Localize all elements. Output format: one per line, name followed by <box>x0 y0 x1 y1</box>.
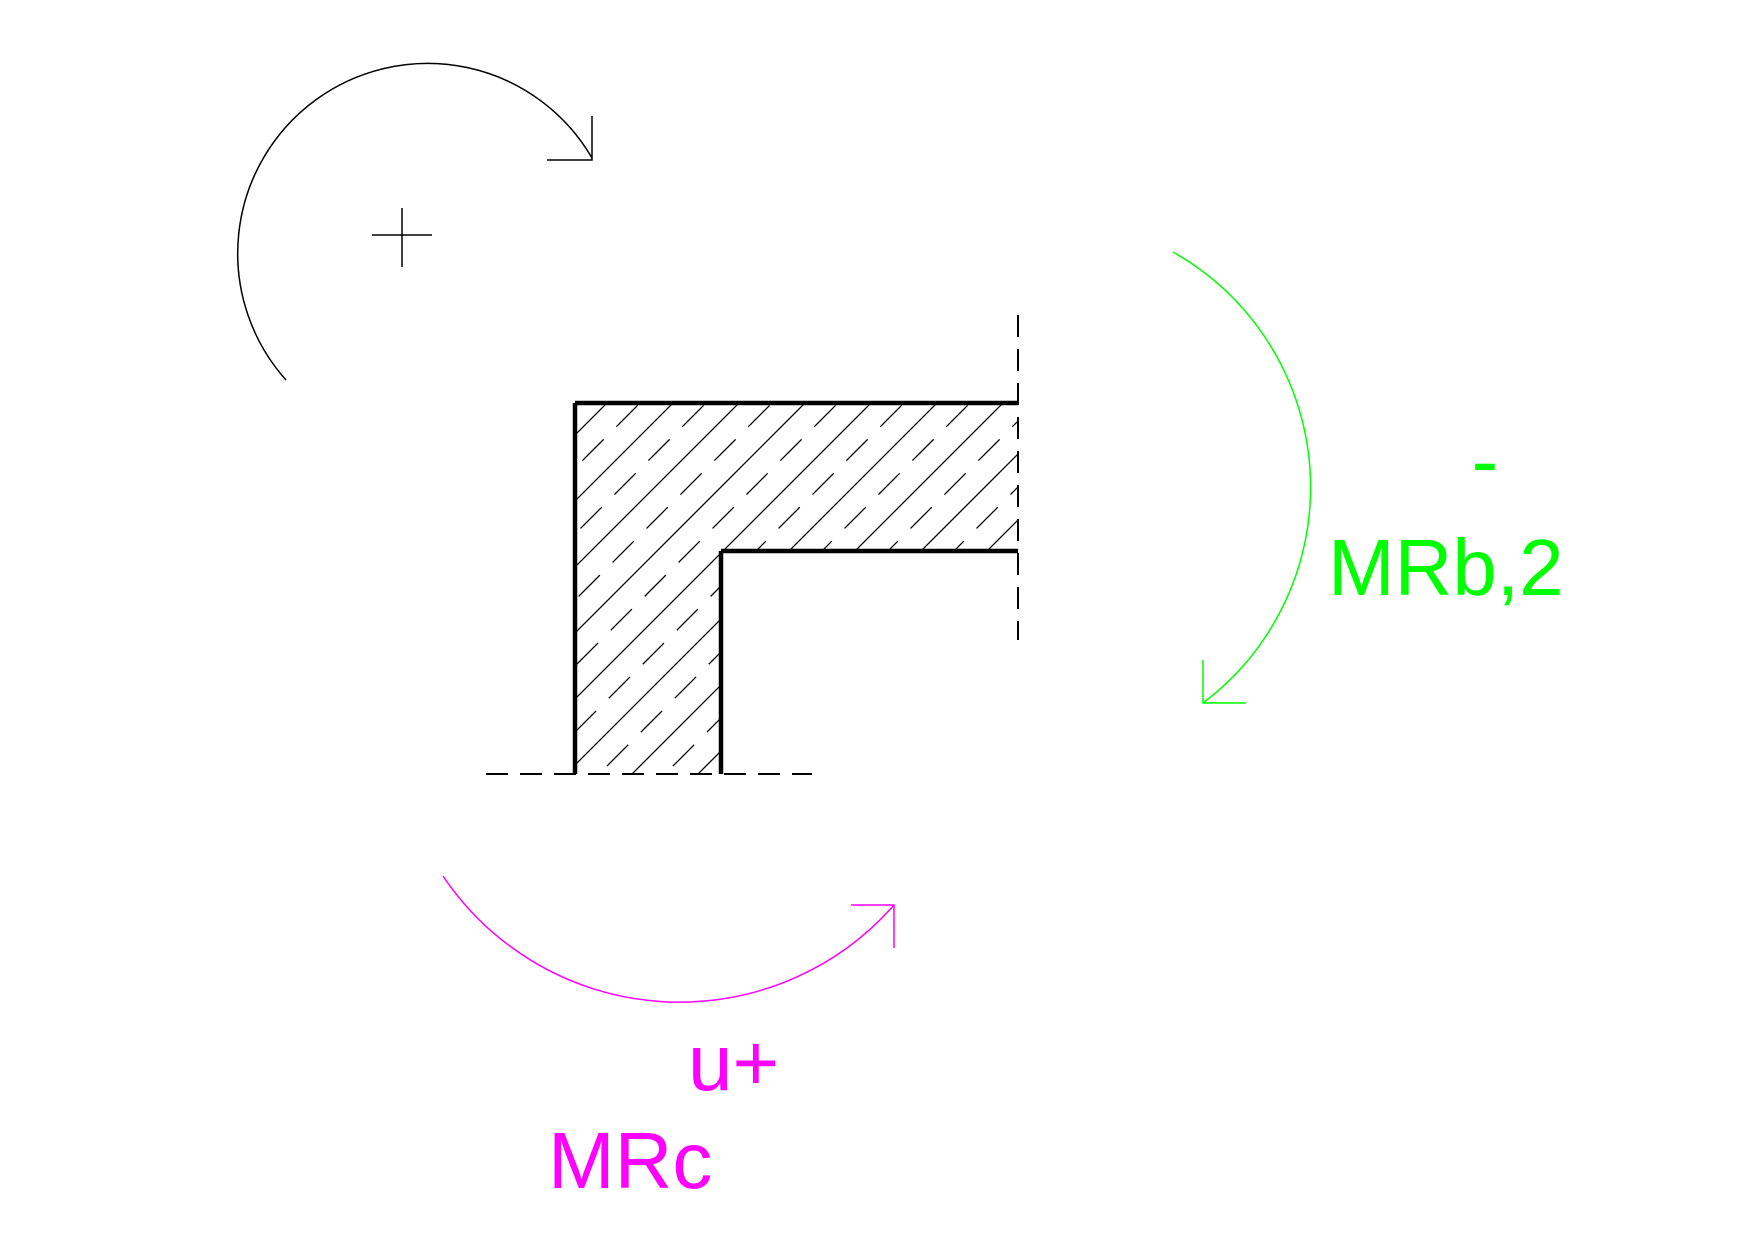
hatch-line <box>575 403 829 774</box>
hatch-line <box>638 403 1018 774</box>
column-moment-sign: u+ <box>688 1018 779 1107</box>
column-moment-label: MRc <box>548 1116 712 1205</box>
hatch-line <box>575 403 862 774</box>
hatch-line <box>575 403 796 774</box>
beam-moment-label: MRb,2 <box>1328 523 1564 612</box>
plus-sign-icon <box>372 208 432 267</box>
hatch-line <box>737 403 1018 774</box>
hatch-line <box>704 403 1018 774</box>
hatch-line <box>605 403 1018 774</box>
hatch-line <box>575 403 697 774</box>
hatch-line <box>575 403 961 774</box>
beam-moment-sign: - <box>1472 416 1499 505</box>
column-moment-arrowhead-icon <box>851 904 895 948</box>
column-moment-arc <box>442 875 895 1003</box>
hatch-line <box>575 403 763 774</box>
hatch-line <box>575 403 928 774</box>
column-moment: u+ MRc <box>442 875 895 1205</box>
sign-convention-arc <box>236 62 593 381</box>
sign-convention <box>236 62 593 381</box>
hatch-line <box>575 403 664 774</box>
section-outline <box>572 400 1018 774</box>
hatch-line <box>575 403 895 774</box>
beam-moment: - MRb,2 <box>1172 251 1564 704</box>
hatch-line <box>671 403 1018 774</box>
hatch-line <box>575 403 994 774</box>
beam-moment-arc <box>1172 251 1312 704</box>
sign-convention-arrowhead-icon <box>547 116 593 161</box>
section-hatching <box>575 403 1018 774</box>
hatch-line <box>575 403 631 774</box>
hatch-line <box>575 403 730 774</box>
beam-moment-arrowhead-icon <box>1202 660 1246 704</box>
